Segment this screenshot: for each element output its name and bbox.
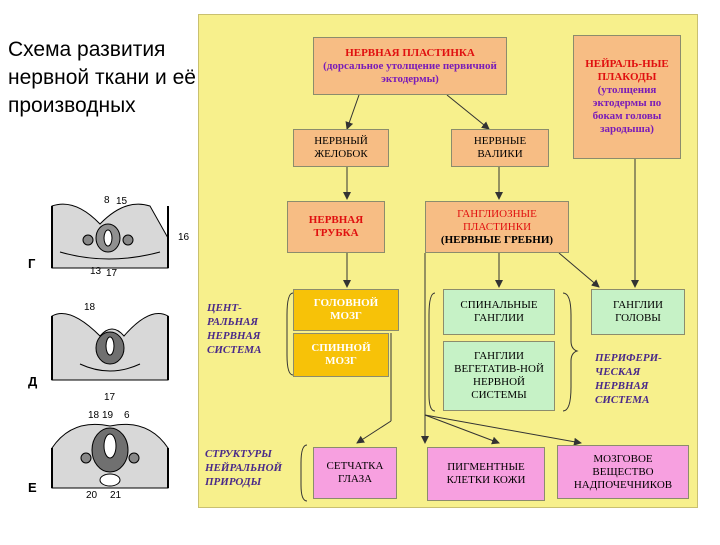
- section-number: 18: [84, 302, 96, 313]
- section-d-drawing: [51, 313, 169, 381]
- section-number: 21: [110, 490, 122, 501]
- pigment-cells-box: ПИГМЕНТНЫЕ КЛЕТКИ КОЖИ: [427, 447, 545, 501]
- neural-folds-box: НЕРВНЫЕ ВАЛИКИ: [451, 129, 549, 167]
- spinal-cord-box: СПИННОЙ МОЗГ: [293, 333, 389, 377]
- neural-groove-box: НЕРВНЫЙ ЖЕЛОБОК: [293, 129, 389, 167]
- neural-plate-box: НЕРВНАЯ ПЛАСТИНКА (дорсальное утолщение …: [313, 37, 507, 95]
- section-number: 8: [104, 195, 110, 206]
- section-number: 20: [86, 490, 98, 501]
- neural-tube-box: НЕРВНАЯ ТРУБКА: [287, 201, 385, 253]
- section-number: 16: [178, 232, 190, 243]
- neural-structures-label: СТРУКТУРЫ НЕЙРАЛЬНОЙ ПРИРОДЫ: [205, 448, 283, 488]
- neural-placodes-title: НЕЙРАЛЬ-НЫЕ ПЛАКОДЫ: [585, 58, 669, 83]
- ganglionic-plates-subtitle: (НЕРВНЫЕ ГРЕБНИ): [440, 233, 554, 246]
- autonomic-ganglia-box: ГАНГЛИИ ВЕГЕТАТИВ-НОЙ НЕРВНОЙ СИСТЕМЫ: [443, 341, 555, 411]
- section-number: 13: [90, 266, 102, 277]
- retina-box: СЕТЧАТКА ГЛАЗА: [313, 447, 397, 499]
- adrenal-medulla-box: МОЗГОВОЕ ВЕЩЕСТВО НАДПОЧЕЧНИКОВ: [557, 445, 689, 499]
- cns-label: ЦЕНТ-РАЛЬНАЯ НЕРВНАЯ СИСТЕМА: [207, 302, 262, 356]
- section-letter-d: Д: [28, 374, 38, 389]
- embryo-sections-drawing: [51, 203, 169, 489]
- section-number: 18: [88, 410, 100, 421]
- ganglionic-plates-title: ГАНГЛИОЗНЫЕ ПЛАСТИНКИ: [457, 207, 537, 233]
- section-letter-g: Г: [28, 256, 36, 271]
- neural-placodes-box: НЕЙРАЛЬ-НЫЕ ПЛАКОДЫ (утолщения эктодермы…: [573, 35, 681, 159]
- section-number: 17: [104, 392, 116, 403]
- head-ganglia-box: ГАНГЛИИ ГОЛОВЫ: [591, 289, 685, 335]
- spinal-ganglia-box: СПИНАЛЬНЫЕ ГАНГЛИИ: [443, 289, 555, 335]
- section-e-drawing: [51, 423, 169, 489]
- embryo-sketches: Г Д Е 8 15 16 13 17 18 17 18 19 6 20 21: [0, 188, 200, 540]
- section-number: 19: [102, 410, 114, 421]
- pns-label: ПЕРИФЕРИ-ЧЕСКАЯ НЕРВНАЯ СИСТЕМА: [595, 352, 662, 406]
- section-letter-e: Е: [28, 480, 37, 495]
- section-number: 6: [124, 410, 130, 421]
- ganglionic-plates-box: ГАНГЛИОЗНЫЕ ПЛАСТИНКИ (НЕРВНЫЕ ГРЕБНИ): [425, 201, 569, 253]
- neural-plate-subtitle: (дорсальное утолщение первичной эктодерм…: [323, 59, 497, 85]
- section-g-drawing: [51, 203, 169, 269]
- neural-placodes-subtitle: (утолщения эктодермы по бокам головы зар…: [592, 84, 662, 135]
- neural-plate-title: НЕРВНАЯ ПЛАСТИНКА: [345, 46, 475, 59]
- diagram-panel: НЕРВНАЯ ПЛАСТИНКА (дорсальное утолщение …: [198, 14, 698, 508]
- section-number: 15: [116, 196, 128, 207]
- section-number: 17: [106, 268, 118, 279]
- brain-box: ГОЛОВНОЙ МОЗГ: [293, 289, 399, 331]
- page-title: Схема развития нервной ткани и её произв…: [8, 38, 196, 117]
- connector-arrows: [286, 94, 639, 502]
